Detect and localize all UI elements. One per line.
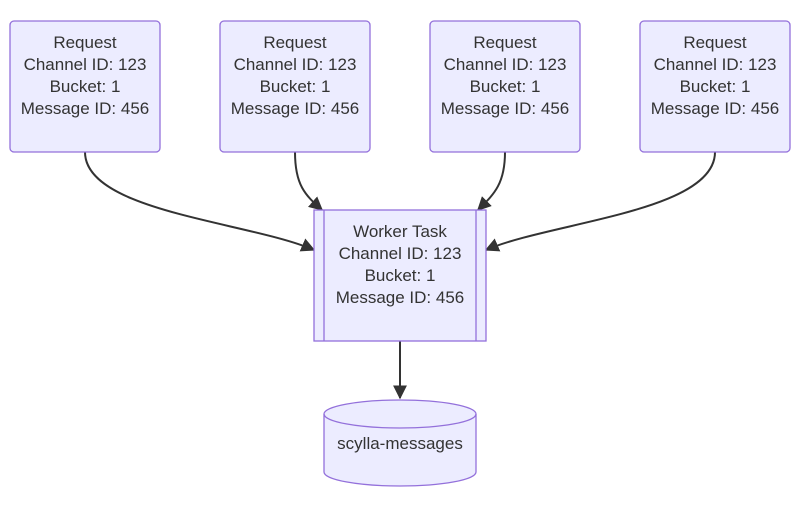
edge-request-4-to-worker xyxy=(484,151,716,252)
request-message: Message ID: 456 xyxy=(651,99,780,118)
request-bucket: Bucket: 1 xyxy=(50,77,121,96)
database-cylinder xyxy=(323,399,477,487)
request-channel: Channel ID: 123 xyxy=(24,55,147,74)
request-node-1: Request Channel ID: 123 Bucket: 1 Messag… xyxy=(9,20,161,153)
edges xyxy=(84,151,716,400)
request-node-2: Request Channel ID: 123 Bucket: 1 Messag… xyxy=(219,20,371,153)
request-box xyxy=(9,20,161,153)
database-label: scylla-messages xyxy=(337,434,463,453)
edge-request-3-to-worker xyxy=(477,151,506,211)
edge-request-2-to-worker xyxy=(294,151,324,211)
worker-task-node: Worker Task Channel ID: 123 Bucket: 1 Me… xyxy=(313,209,487,342)
request-message: Message ID: 456 xyxy=(21,99,150,118)
request-title: Request xyxy=(683,33,747,52)
worker-message: Message ID: 456 xyxy=(336,288,465,307)
edge-request-1-to-worker xyxy=(84,151,316,252)
request-bucket: Bucket: 1 xyxy=(470,77,541,96)
request-message: Message ID: 456 xyxy=(441,99,570,118)
request-node-4: Request Channel ID: 123 Bucket: 1 Messag… xyxy=(639,20,791,153)
worker-bucket: Bucket: 1 xyxy=(365,266,436,285)
worker-channel: Channel ID: 123 xyxy=(339,244,462,263)
worker-box xyxy=(313,209,487,342)
request-title: Request xyxy=(263,33,327,52)
request-message: Message ID: 456 xyxy=(231,99,360,118)
request-title: Request xyxy=(53,33,117,52)
request-box xyxy=(429,20,581,153)
request-box xyxy=(639,20,791,153)
request-channel: Channel ID: 123 xyxy=(444,55,567,74)
database-node: scylla-messages xyxy=(323,399,477,487)
worker-title: Worker Task xyxy=(353,222,447,241)
request-bucket: Bucket: 1 xyxy=(260,77,331,96)
database-cylinder-rim xyxy=(323,413,477,429)
request-box xyxy=(219,20,371,153)
request-channel: Channel ID: 123 xyxy=(654,55,777,74)
request-title: Request xyxy=(473,33,537,52)
request-bucket: Bucket: 1 xyxy=(680,77,751,96)
request-channel: Channel ID: 123 xyxy=(234,55,357,74)
request-node-3: Request Channel ID: 123 Bucket: 1 Messag… xyxy=(429,20,581,153)
